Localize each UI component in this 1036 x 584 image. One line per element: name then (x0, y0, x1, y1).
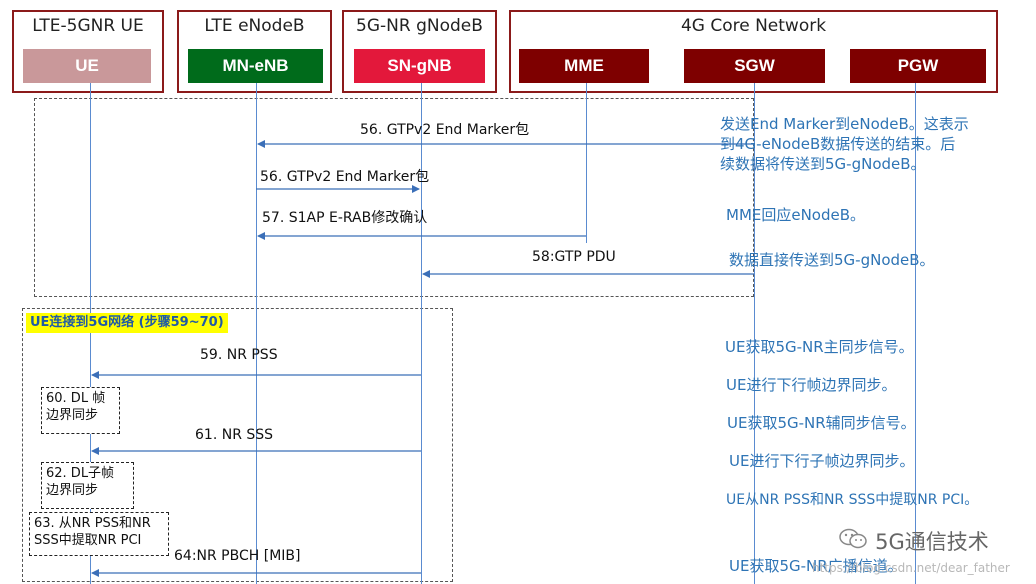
note-63-line1: 63. 从NR PSS和NR (34, 516, 151, 531)
message-59-label: 59. NR PSS (200, 347, 278, 363)
phase-frame-ue-connect (22, 308, 453, 582)
message-58-label: 58:GTP PDU (532, 249, 616, 265)
section-label: UE连接到5G网络 (步骤59~70) (26, 313, 228, 333)
lifeline-mme (586, 83, 587, 243)
phase-frame-end-marker (34, 98, 754, 297)
lifeline-ue (90, 83, 91, 584)
message-56b-label: 56. GTPv2 End Marker包 (260, 169, 430, 185)
note-63-line2: SSS中提取NR PCI (34, 533, 142, 548)
group-gnodeb-title: 5G-NR gNodeB (356, 16, 483, 36)
message-64-label: 64:NR PBCH [MIB] (174, 548, 301, 564)
note-62: 62. DL子帧 边界同步 (41, 462, 134, 509)
lifeline-sn-gnb (421, 83, 422, 584)
explain-59: UE获取5G-NR主同步信号。 (725, 338, 914, 356)
group-ue-title: LTE-5GNR UE (32, 16, 144, 36)
entity-sgw: SGW (684, 49, 825, 83)
entity-mme: MME (519, 49, 649, 83)
message-61-label: 61. NR SSS (195, 427, 274, 443)
note-60: 60. DL 帧 边界同步 (41, 387, 120, 434)
lifeline-mn-enb (256, 83, 257, 584)
watermark: 5G通信技术 (838, 526, 989, 556)
explain-56-line2: 到4G-eNodeB数据传送的结束。后 (720, 135, 956, 153)
explain-56-line1: 发送End Marker到eNodeB。这表示 (720, 115, 969, 133)
watermark-brand: 5G通信技术 (875, 530, 989, 554)
note-60-line1: 60. DL 帧 (46, 391, 106, 406)
entity-mn-enb: MN-eNB (188, 49, 323, 83)
lifeline-sgw (754, 83, 755, 584)
watermark-url: https://blog.csdn.net/dear_father (812, 561, 1010, 575)
explain-63: UE从NR PSS和NR SSS中提取NR PCI。 (726, 492, 979, 508)
note-60-line2: 边界同步 (46, 408, 99, 423)
explain-60: UE进行下行帧边界同步。 (726, 376, 897, 394)
entity-ue: UE (23, 49, 151, 83)
entity-sn-gnb: SN-gNB (354, 49, 485, 83)
explain-64: UE获取5G-NR广播信道。 (729, 557, 903, 575)
group-core-title: 4G Core Network (680, 16, 827, 36)
message-57-label: 57. S1AP E-RAB修改确认 (262, 210, 428, 226)
entity-pgw: PGW (850, 49, 986, 83)
explain-61: UE获取5G-NR辅同步信号。 (727, 414, 916, 432)
explain-57: MME回应eNodeB。 (726, 206, 866, 224)
explain-56-line3: 续数据将传送到5G-gNodeB。 (720, 155, 926, 173)
explain-58: 数据直接传送到5G-gNodeB。 (729, 251, 935, 269)
wechat-icon (838, 527, 868, 555)
note-62-line1: 62. DL子帧 (46, 466, 115, 481)
lifeline-pgw (915, 83, 916, 584)
note-62-line2: 边界同步 (46, 483, 99, 498)
explain-62: UE进行下行子帧边界同步。 (729, 452, 915, 470)
group-enodeb-title: LTE eNodeB (204, 16, 305, 36)
note-63: 63. 从NR PSS和NR SSS中提取NR PCI (29, 512, 169, 556)
message-56a-label: 56. GTPv2 End Marker包 (360, 122, 530, 138)
